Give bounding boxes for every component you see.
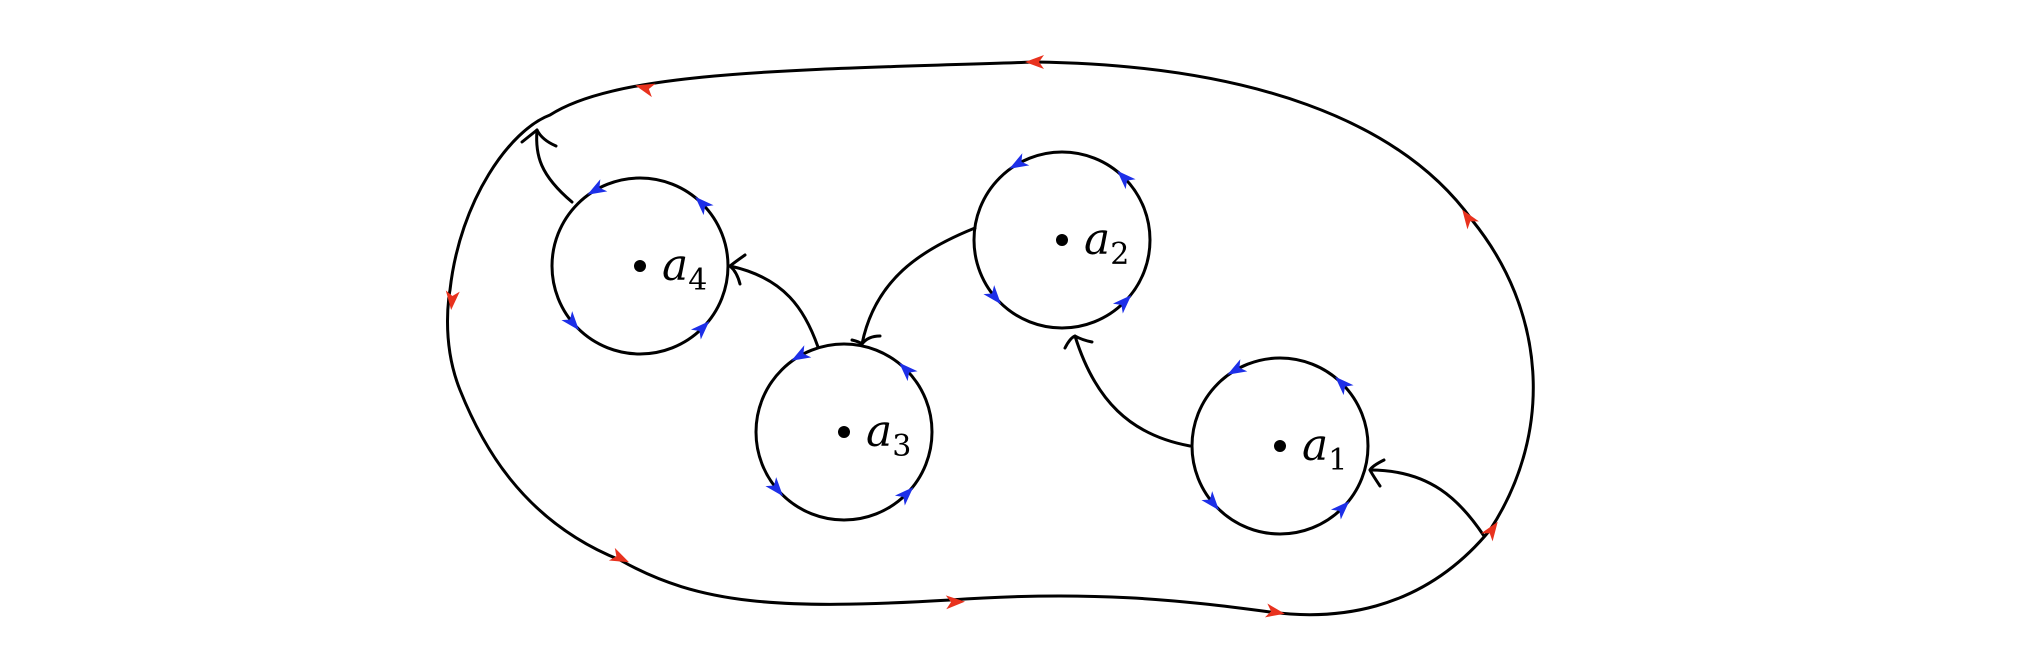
circle-direction-arrow bbox=[1009, 153, 1030, 169]
circle-direction-arrow bbox=[695, 196, 714, 216]
point-a4-dot bbox=[634, 260, 646, 272]
arrowhead-layer bbox=[445, 55, 1498, 618]
circle-a1 bbox=[1190, 356, 1370, 536]
point-a1-dot bbox=[1274, 440, 1286, 452]
hook-arrow-a1 bbox=[1368, 458, 1386, 488]
circle-direction-arrow bbox=[1117, 170, 1136, 190]
circle-direction-arrow bbox=[765, 477, 784, 497]
connector-a2-to-a3 bbox=[860, 226, 977, 346]
outer-direction-arrow bbox=[1462, 209, 1479, 230]
point-a1-label: a1 bbox=[1302, 420, 1347, 478]
outer-direction-arrow bbox=[445, 290, 460, 310]
outer-direction-arrow bbox=[1264, 603, 1285, 618]
circle-direction-arrow bbox=[894, 487, 914, 506]
outer-direction-arrow bbox=[1481, 521, 1498, 542]
connector-outer-to-a1 bbox=[1368, 468, 1486, 538]
point-a2-label: a2 bbox=[1084, 214, 1129, 272]
circle-direction-arrow bbox=[587, 179, 608, 195]
connector-a3-to-a4 bbox=[728, 264, 820, 349]
circle-direction-arrow bbox=[1201, 491, 1220, 511]
point-a4-label: a4 bbox=[662, 240, 707, 298]
point-a3-dot bbox=[838, 426, 850, 438]
hook-arrow-a2 bbox=[1063, 334, 1094, 350]
circle-direction-arrow bbox=[983, 285, 1002, 305]
circle-direction-arrow bbox=[1335, 376, 1354, 396]
circle-direction-arrow bbox=[690, 321, 710, 340]
hook-arrow-outer bbox=[520, 128, 558, 148]
connector-a1-to-a2 bbox=[1073, 334, 1192, 448]
circle-direction-arrow bbox=[561, 311, 580, 331]
circle-direction-arrow bbox=[1227, 359, 1248, 375]
outer-direction-arrow bbox=[608, 547, 630, 563]
outer-direction-arrow bbox=[1025, 55, 1044, 69]
connector-a4-to-outer bbox=[535, 128, 574, 204]
outer-direction-arrow bbox=[945, 595, 965, 610]
hook-arrow-a3 bbox=[850, 334, 882, 346]
circle-a4 bbox=[550, 176, 730, 356]
outer-contour bbox=[446, 60, 1535, 617]
outer-direction-arrow bbox=[635, 83, 656, 98]
point-a3-label: a3 bbox=[866, 406, 911, 464]
point-a2-dot bbox=[1056, 234, 1068, 246]
circle-direction-arrow bbox=[791, 345, 812, 361]
circle-direction-arrow bbox=[899, 362, 918, 382]
hook-arrow-a4 bbox=[728, 253, 747, 286]
circle-a3 bbox=[754, 342, 934, 522]
circle-a2 bbox=[972, 150, 1152, 330]
circle-direction-arrow bbox=[1112, 295, 1132, 314]
circle-direction-arrow bbox=[1330, 501, 1350, 520]
